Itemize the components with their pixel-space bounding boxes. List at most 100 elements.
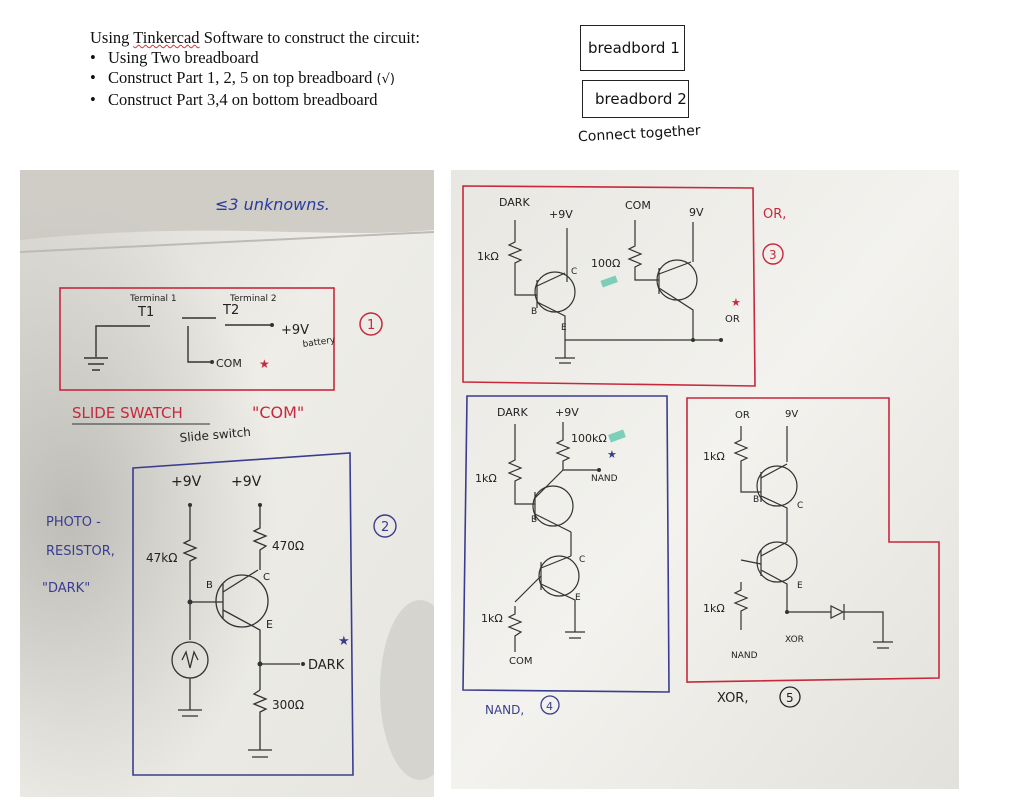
part4-r2: 100kΩ (571, 432, 607, 445)
part2-v1: +9V (171, 474, 202, 490)
part5-box (686, 397, 940, 683)
part4-r3: 1kΩ (481, 612, 503, 625)
instructions-title: Using Tinkercad Software to construct th… (90, 28, 420, 48)
part4-schematic (507, 422, 599, 652)
part3-or-label: OR, (763, 207, 786, 222)
part4-v: +9V (555, 406, 579, 419)
bullet-item: Using Two breadboard (90, 48, 420, 68)
part2-r2: 470Ω (272, 539, 304, 553)
breadboard-1-box: breadbord 1 (580, 25, 685, 71)
battery-label: battery (302, 335, 337, 350)
part2-box (132, 452, 354, 776)
part4-b: B (531, 515, 537, 525)
side-label-2: RESISTOR, (46, 544, 115, 559)
part2-dark: DARK (308, 658, 345, 673)
part2-r3: 300Ω (272, 698, 304, 712)
star-mark: ★ (259, 357, 270, 371)
part4-e: E (575, 593, 581, 603)
part2-c: C (263, 572, 270, 583)
terminal1-label: Terminal 1 (129, 294, 177, 304)
connect-note: Connect together (577, 122, 701, 146)
part3-e: E (561, 323, 567, 333)
slide-switch-schematic (84, 317, 272, 371)
part3-out: OR (725, 314, 740, 325)
part5-schematic (733, 426, 893, 649)
bullet-text: Construct Part 3,4 on bottom breadboard (108, 90, 378, 109)
part5-caption: XOR, (717, 691, 748, 706)
part5-r2: 1kΩ (703, 602, 725, 615)
instructions: Using Tinkercad Software to construct th… (90, 28, 420, 110)
part5-number: 5 (786, 691, 794, 705)
breadboard-1-label: breadbord 1 (588, 39, 680, 57)
part4-out: NAND (591, 474, 618, 484)
left-sheet-drawing: ≤3 unknowns. Terminal 1 T1 Terminal 2 T2… (20, 170, 434, 797)
part4-box (462, 395, 670, 693)
top-note: ≤3 unknowns. (215, 195, 330, 214)
part5-v: 9V (785, 409, 798, 420)
part5-r1: 1kΩ (703, 450, 725, 463)
right-sheet-photo: DARK +9V COM 9V 1kΩ 100Ω B C E OR ★ OR, … (451, 170, 959, 789)
side-label-3: "DARK" (42, 581, 90, 596)
part4-star: ★ (607, 449, 617, 461)
side-label-1: PHOTO - (46, 515, 101, 530)
part3-com: COM (625, 199, 651, 212)
part5-e: E (797, 581, 803, 591)
bullet-text: Construct Part 1, 2, 5 on top breadboard (108, 68, 373, 87)
tinkercad-word: Tinkercad (133, 28, 200, 47)
title-suffix: Software to construct the circuit: (199, 28, 420, 47)
part4-number-circle (540, 695, 560, 715)
caption-slide-switch: Slide switch (179, 425, 251, 445)
part2-r1: 47kΩ (146, 551, 177, 565)
part3-dark: DARK (499, 196, 530, 209)
part4-dark: DARK (497, 406, 528, 419)
part5-or-in: OR (735, 410, 750, 421)
part3-schematic (507, 220, 721, 364)
part5-b: B (753, 495, 759, 505)
part3-v1: +9V (549, 208, 573, 221)
part4-com: COM (509, 656, 532, 667)
t1-label: T1 (137, 305, 154, 320)
part3-number-circle (762, 243, 784, 265)
bullet-text: Using Two breadboard (108, 48, 259, 67)
part3-b: B (531, 307, 537, 317)
part2-number: 2 (381, 520, 389, 535)
part4-number: 4 (546, 700, 553, 713)
part3-r2: 100Ω (591, 257, 620, 270)
bullet-item: Construct Part 3,4 on bottom breadboard (90, 90, 420, 110)
part4-caption: NAND, (485, 703, 524, 717)
part3-v2: 9V (689, 206, 704, 219)
caption-com: "COM" (252, 403, 304, 422)
part2-number-circle (373, 514, 397, 538)
part1-number: 1 (367, 318, 375, 333)
terminal2-label: Terminal 2 (229, 294, 277, 304)
part3-r1: 1kΩ (477, 250, 499, 263)
caption-slide-swatch: SLIDE SWATCH (72, 404, 183, 422)
part5-xor: XOR (785, 635, 804, 645)
title-prefix: Using (90, 28, 134, 47)
part5-number-circle (779, 686, 801, 708)
com-label: COM (216, 357, 242, 370)
part1-number-circle (359, 312, 383, 336)
part5-nand: NAND (731, 651, 758, 661)
t2-label: T2 (222, 303, 239, 318)
plus9v-label: +9V (281, 323, 309, 338)
part1-box (59, 287, 335, 391)
right-sheet-drawing: DARK +9V COM 9V 1kΩ 100Ω B C E OR ★ OR, … (451, 170, 959, 789)
part2-v2: +9V (231, 474, 262, 490)
part3-box (462, 185, 756, 387)
part2-e: E (266, 618, 273, 631)
check-mark: (√) (376, 72, 395, 87)
part3-star: ★ (731, 297, 741, 309)
part3-c: C (571, 267, 577, 277)
left-sheet-photo: ≤3 unknowns. Terminal 1 T1 Terminal 2 T2… (20, 170, 434, 797)
part2-schematic (171, 505, 300, 758)
breadboard-2-label: breadbord 2 (595, 90, 687, 108)
instructions-list: Using Two breadboard Construct Part 1, 2… (90, 48, 420, 110)
part4-c: C (579, 555, 585, 565)
part4-r1: 1kΩ (475, 472, 497, 485)
bullet-item: Construct Part 1, 2, 5 on top breadboard… (90, 68, 420, 90)
part3-number: 3 (769, 248, 777, 262)
part5-c: C (797, 501, 803, 511)
part2-star: ★ (338, 633, 350, 648)
part2-b: B (206, 580, 213, 591)
